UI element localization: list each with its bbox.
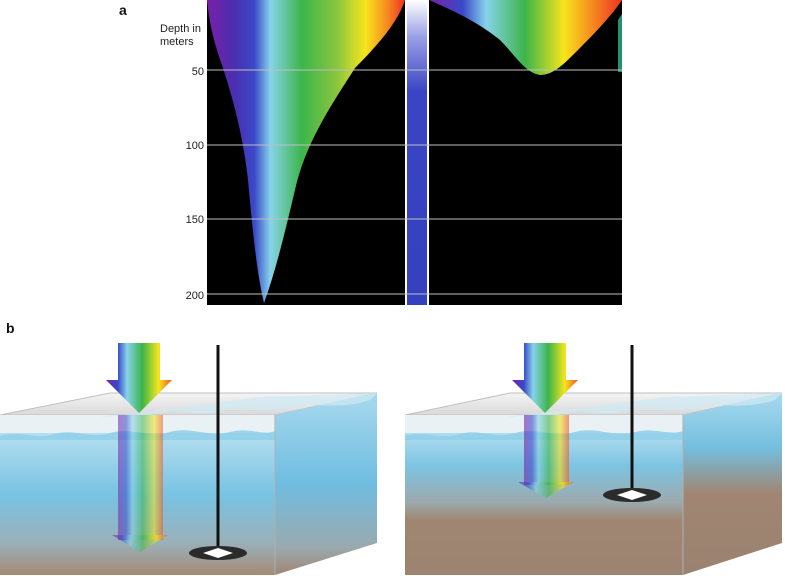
tick-label-50: 50 (191, 66, 204, 78)
depth-chart (207, 0, 622, 305)
light-beam (524, 415, 569, 485)
clear-water-spectrum (207, 0, 405, 303)
coastal-water-spectrum (429, 0, 622, 75)
tank-side-face (275, 393, 377, 575)
y-axis-title: Depth in meters (160, 23, 201, 48)
tick-label-200: 200 (185, 290, 204, 302)
turbid-water-tank (404, 343, 783, 575)
sunlight-arrow (512, 343, 578, 413)
beam-tip (518, 482, 574, 498)
depth-gridlines (207, 69, 622, 295)
panel-label-b: b (6, 320, 15, 336)
secchi-disk (189, 546, 247, 560)
tick-label-150: 150 (185, 214, 204, 226)
tick-label-100: 100 (185, 140, 204, 152)
secchi-disk (603, 488, 661, 502)
tank-side-face (683, 393, 782, 575)
beam-tip (112, 535, 168, 552)
light-beam (118, 415, 163, 540)
clear-water-tank (0, 343, 378, 575)
wavelength-strip (407, 0, 427, 305)
panel-label-a: a (119, 2, 127, 18)
tank-front-face (405, 430, 683, 575)
sunlight-arrow (106, 343, 172, 413)
